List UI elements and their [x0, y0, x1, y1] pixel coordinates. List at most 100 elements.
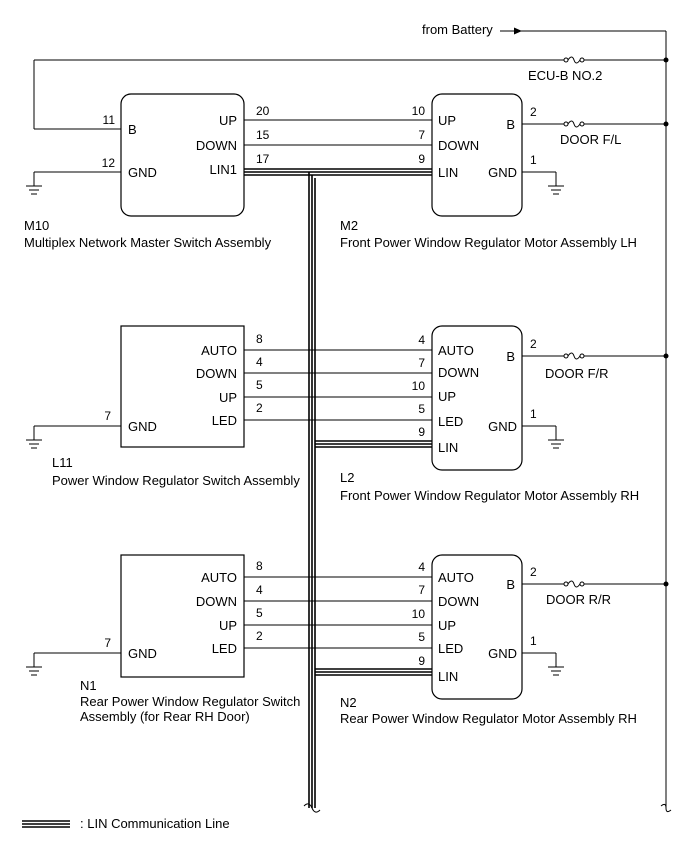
l11-code: L11	[52, 455, 73, 470]
l2-box	[431, 325, 523, 471]
ground-icons	[26, 185, 564, 676]
l11-pin-gnd: 7	[104, 409, 111, 423]
m10-pin-up: 20	[256, 104, 270, 118]
n2-pin-down: 7	[418, 583, 425, 597]
fuse-door-fr-icon	[563, 352, 585, 360]
m10-pin-gnd: 12	[102, 156, 116, 170]
n1-pin-led: 2	[256, 629, 263, 643]
l11-pin-led: 2	[256, 401, 263, 415]
m10-name: Multiplex Network Master Switch Assembly	[24, 235, 272, 250]
lin-bus	[244, 168, 432, 808]
lin-break-icon	[303, 803, 321, 813]
n1-sig-auto: AUTO	[201, 570, 237, 585]
m10-box	[120, 93, 245, 217]
ground-wiring	[33, 171, 557, 667]
fuse-door-fl-icon	[563, 120, 585, 128]
l11-name: Power Window Regulator Switch Assembly	[52, 473, 300, 488]
n1-sig-down: DOWN	[196, 594, 237, 609]
legend: : LIN Communication Line	[22, 816, 230, 831]
m2-pin-gnd: 1	[530, 153, 537, 167]
fuse-icons	[563, 56, 585, 588]
n1-name-line2: Assembly (for Rear RH Door)	[80, 709, 250, 724]
l2-sig-gnd: GND	[488, 419, 517, 434]
ground-icon	[548, 439, 564, 449]
l2-pin-down: 7	[418, 356, 425, 370]
m10-pin-down: 15	[256, 128, 270, 142]
l2-pin-auto: 4	[418, 333, 425, 347]
fuse-ecu-b-label: ECU-B NO.2	[528, 68, 602, 83]
n1-pin-down: 4	[256, 583, 263, 597]
l11-sig-gnd: GND	[128, 419, 157, 434]
n2-name: Rear Power Window Regulator Motor Assemb…	[340, 711, 637, 726]
l11-pin-up: 5	[256, 378, 263, 392]
battery-arrow-icon	[514, 27, 522, 35]
l11-pin-auto: 8	[256, 332, 263, 346]
m10-pin-lin1: 17	[256, 152, 270, 166]
m2-sig-gnd: GND	[488, 165, 517, 180]
bus-break-icon	[660, 803, 672, 813]
n2-sig-down: DOWN	[438, 594, 479, 609]
fuse-ecu-b-icon	[563, 56, 585, 64]
n1-sig-gnd: GND	[128, 646, 157, 661]
legend-text: : LIN Communication Line	[80, 816, 230, 831]
n1-pin-up: 5	[256, 606, 263, 620]
fuse-door-rr-label: DOOR R/R	[546, 592, 611, 607]
m10-pin-b: 11	[103, 113, 116, 127]
l11-sig-led: LED	[212, 413, 237, 428]
ground-icon	[26, 666, 42, 676]
m2-pin-b: 2	[530, 105, 537, 119]
m2-pin-down: 7	[418, 128, 425, 142]
n2-sig-lin: LIN	[438, 669, 458, 684]
n1-pin-auto: 8	[256, 559, 263, 573]
m2-sig-b: B	[506, 117, 515, 132]
n1-box	[120, 554, 245, 678]
m2-pin-lin: 9	[418, 152, 425, 166]
n1-sig-led: LED	[212, 641, 237, 656]
m2-name: Front Power Window Regulator Motor Assem…	[340, 235, 637, 250]
n2-box	[431, 554, 523, 700]
m10-sig-gnd: GND	[128, 165, 157, 180]
l11-box	[120, 325, 245, 448]
power-wiring	[33, 27, 672, 813]
n2-pin-lin: 9	[418, 654, 425, 668]
l11-pin-down: 4	[256, 355, 263, 369]
ground-icon	[26, 439, 42, 449]
m2-sig-lin: LIN	[438, 165, 458, 180]
m2-pin-up: 10	[412, 104, 426, 118]
n2-sig-auto: AUTO	[438, 570, 474, 585]
l2-sig-up: UP	[438, 389, 456, 404]
n2-sig-gnd: GND	[488, 646, 517, 661]
l2-sig-b: B	[506, 349, 515, 364]
signal-wiring	[244, 119, 432, 649]
n2-pin-b: 2	[530, 565, 537, 579]
l2-pin-lin: 9	[418, 425, 425, 439]
n1-sig-up: UP	[219, 618, 237, 633]
l2-sig-lin: LIN	[438, 440, 458, 455]
m2-sig-up: UP	[438, 113, 456, 128]
l11-sig-up: UP	[219, 390, 237, 405]
fuse-door-fl-label: DOOR F/L	[560, 132, 621, 147]
n2-pin-led: 5	[418, 630, 425, 644]
l2-sig-auto: AUTO	[438, 343, 474, 358]
m2-code: M2	[340, 218, 358, 233]
n2-sig-led: LED	[438, 641, 463, 656]
m10-code: M10	[24, 218, 49, 233]
l2-pin-up: 10	[412, 379, 426, 393]
l2-pin-led: 5	[418, 402, 425, 416]
l2-pin-gnd: 1	[530, 407, 537, 421]
n2-pin-up: 10	[412, 607, 426, 621]
n1-name-line1: Rear Power Window Regulator Switch	[80, 694, 300, 709]
n1-code: N1	[80, 678, 97, 693]
l2-pin-b: 2	[530, 337, 537, 351]
fuse-door-rr-icon	[563, 580, 585, 588]
n2-sig-up: UP	[438, 618, 456, 633]
l2-sig-down: DOWN	[438, 365, 479, 380]
n2-pin-gnd: 1	[530, 634, 537, 648]
m10-sig-down: DOWN	[196, 138, 237, 153]
ground-icon	[548, 666, 564, 676]
m2-box	[431, 93, 523, 217]
n2-sig-b: B	[506, 577, 515, 592]
l2-name: Front Power Window Regulator Motor Assem…	[340, 488, 639, 503]
n2-pin-auto: 4	[418, 560, 425, 574]
